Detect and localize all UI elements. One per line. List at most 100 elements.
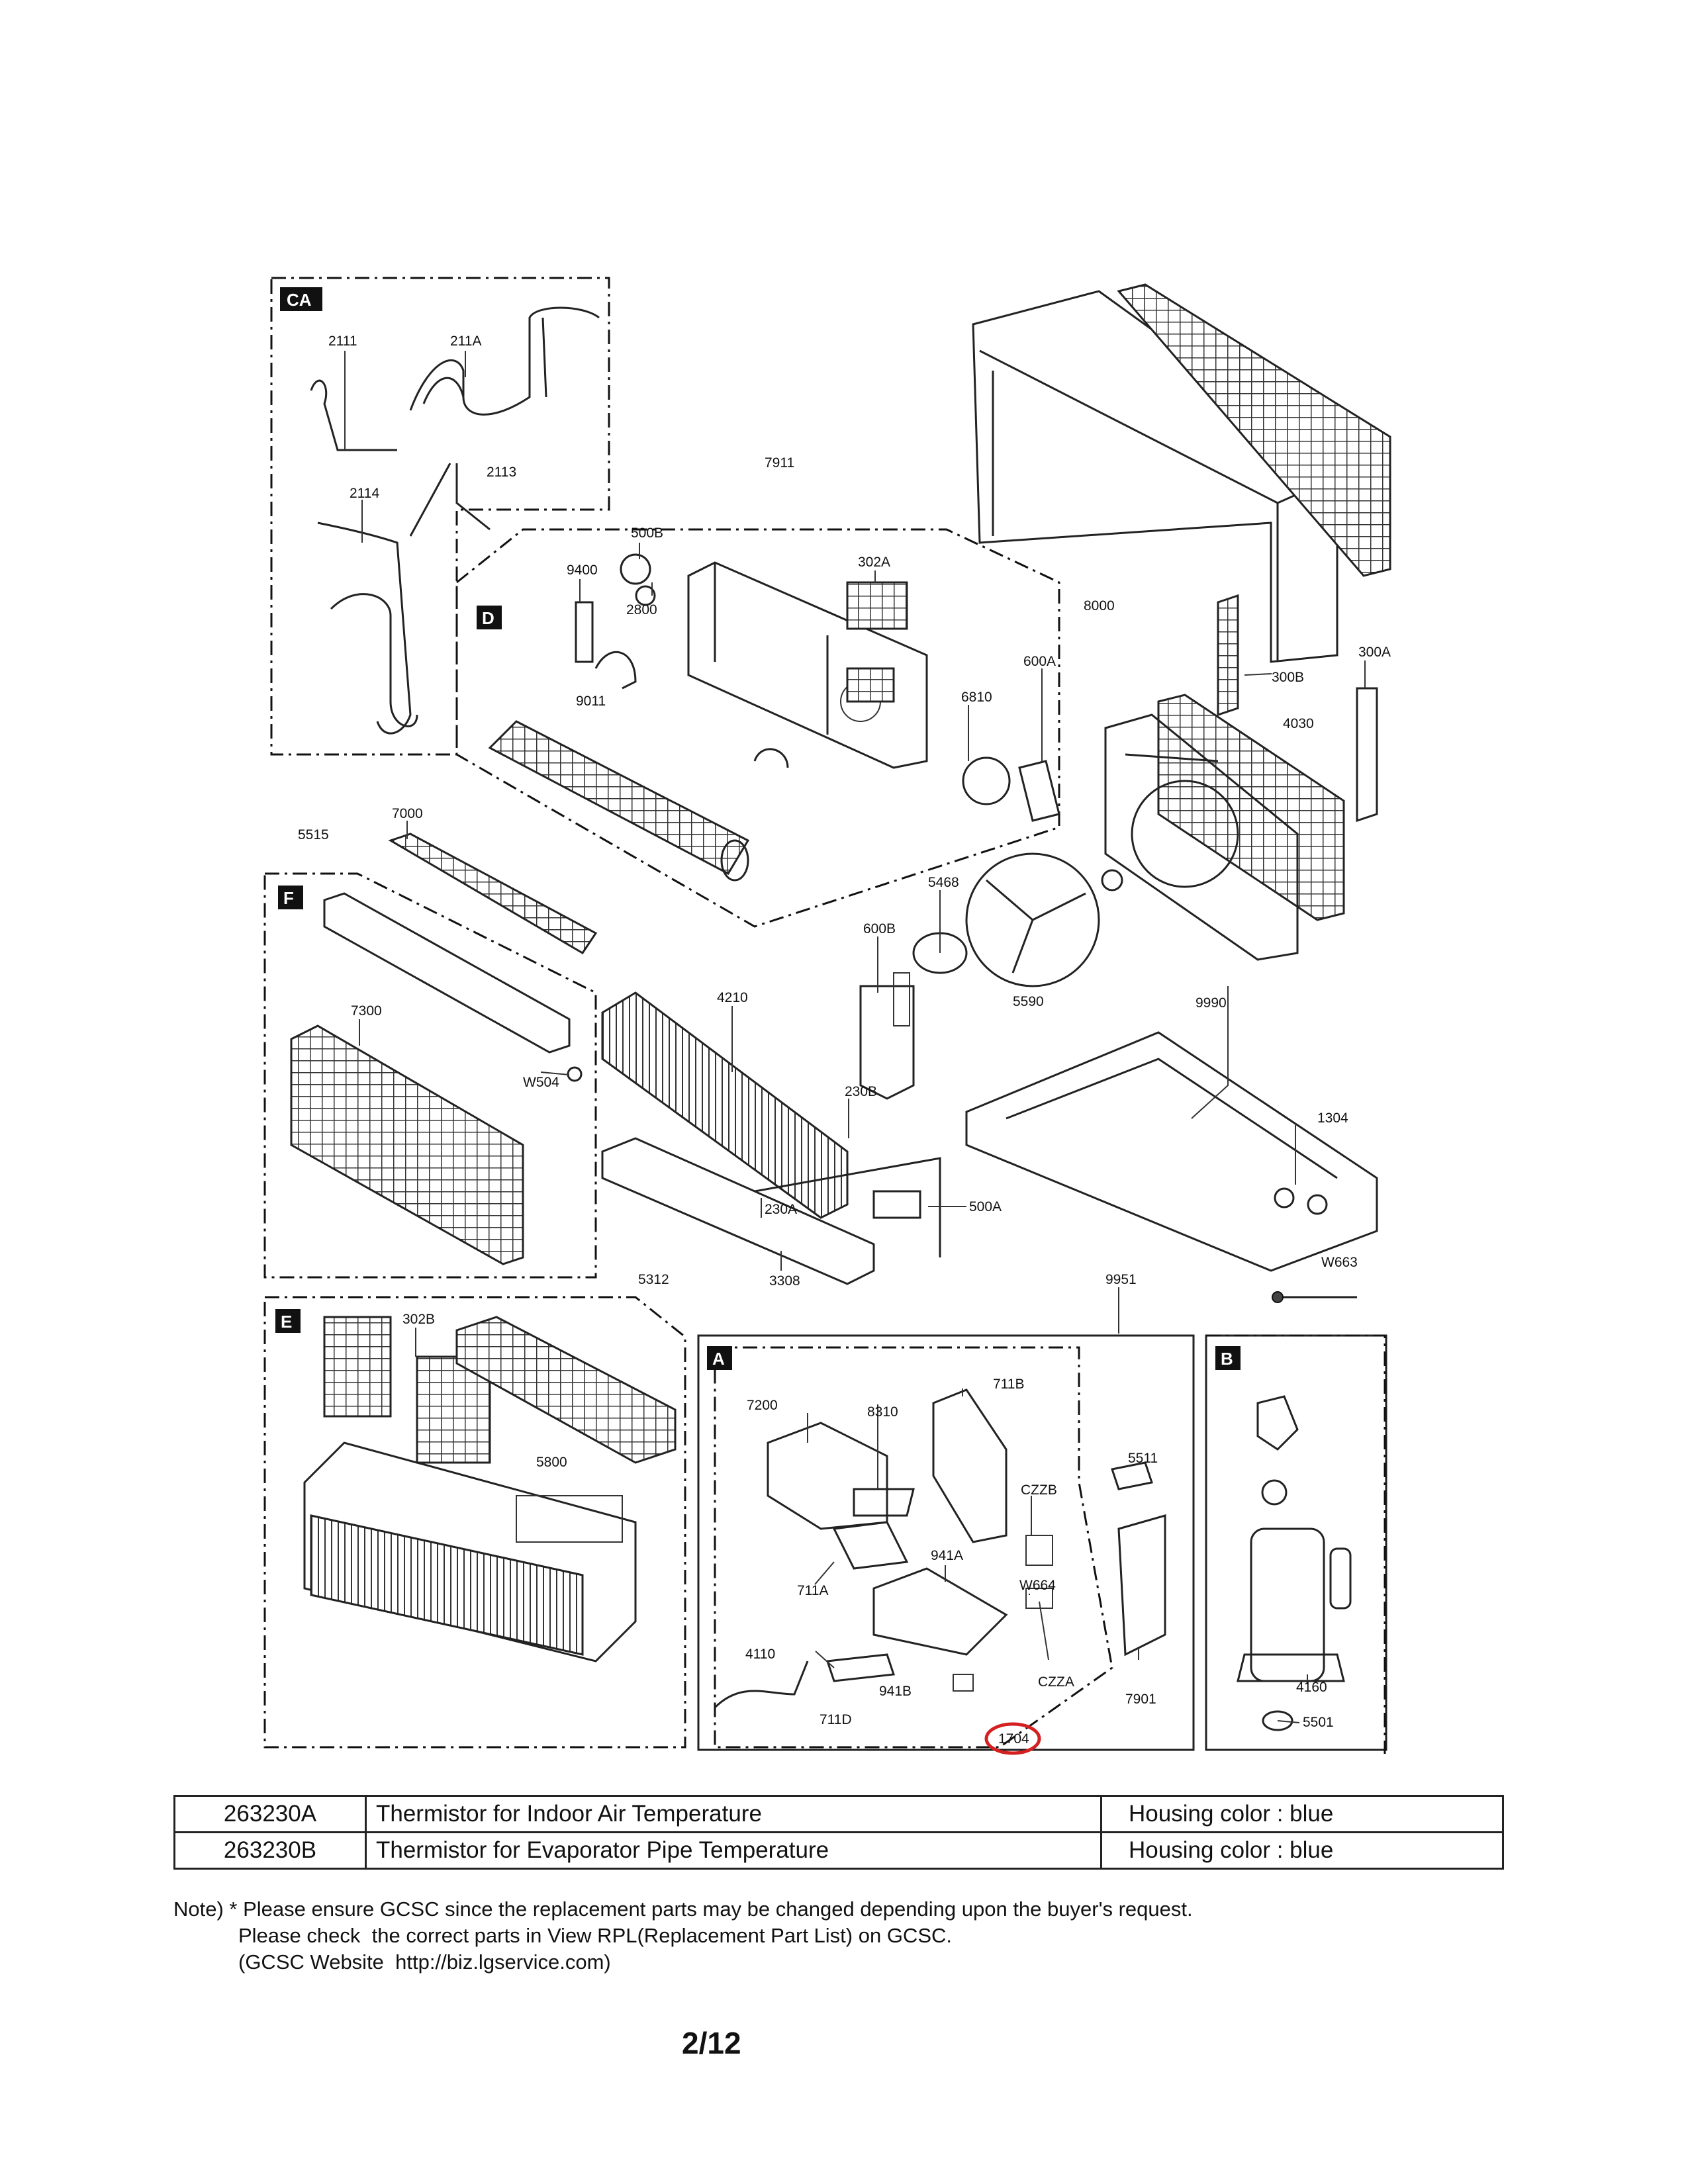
note-line: Note) * Please ensure GCSC since the rep…: [173, 1897, 1193, 1921]
section-box-e: E: [263, 1296, 686, 1749]
housing-color-cell: Housing color : blue: [1100, 1831, 1504, 1870]
table-row: 263230A Thermistor for Indoor Air Temper…: [173, 1795, 1504, 1833]
part-label: CZZA: [1038, 1674, 1074, 1690]
housing-color-cell: Housing color : blue: [1100, 1795, 1504, 1833]
part-label: 711A: [797, 1583, 829, 1598]
part-label: 7911: [765, 455, 794, 471]
drain-pan: [601, 1137, 941, 1285]
section-box-b: B: [1205, 1334, 1387, 1754]
part-label: 5800: [536, 1455, 567, 1470]
compressor: [1237, 1395, 1352, 1731]
part-label: 300B: [1272, 670, 1304, 685]
part-label: 9011: [576, 694, 606, 709]
box-tag-f: F: [278, 886, 303, 909]
part-label: 9400: [567, 563, 598, 578]
part-label: 300A: [1358, 645, 1391, 660]
part-label: 230A: [765, 1202, 797, 1217]
part-label: 211A: [450, 334, 482, 349]
part-label-highlighted: 1704: [998, 1731, 1029, 1747]
part-label: 2113: [487, 465, 516, 480]
evaporator-coil: [601, 991, 849, 1219]
fan-shroud: [1104, 713, 1299, 961]
base-pan: [965, 1031, 1378, 1272]
part-label: 711D: [820, 1712, 852, 1727]
part-label: 4110: [745, 1647, 775, 1662]
svg-text:B: B: [1221, 1349, 1233, 1369]
part-label: 600B: [863, 921, 896, 936]
part-label: 4160: [1296, 1680, 1327, 1695]
part-label: 2114: [350, 486, 379, 501]
part-label: 230B: [845, 1084, 877, 1099]
part-label: 7200: [747, 1398, 778, 1413]
part-label: 500B: [631, 525, 663, 541]
box-tag-ca: CA: [280, 287, 322, 311]
part-label: 302B: [402, 1312, 435, 1327]
refrigerant-tubes: [310, 306, 600, 735]
part-label: 5515: [298, 827, 329, 842]
part-label: 5590: [1013, 994, 1044, 1009]
leader-lines: [344, 351, 1366, 1723]
top-grille: [455, 1316, 677, 1464]
section-box-f: F: [263, 872, 597, 1279]
part-description-cell: Thermistor for Evaporator Pipe Temperatu…: [365, 1831, 1102, 1870]
outdoor-fan: [965, 852, 1123, 987]
part-label: W663: [1321, 1255, 1358, 1270]
part-label: 711B: [993, 1377, 1025, 1392]
replacement-note: Note) * Please ensure GCSC since the rep…: [173, 1896, 1193, 1976]
part-label: 2111: [328, 334, 357, 349]
part-label: 941B: [879, 1684, 912, 1699]
front-frame-7300: [290, 892, 583, 1265]
box-tag-a: A: [707, 1346, 732, 1370]
rear-grille-7000: [388, 833, 598, 955]
svg-text:D: D: [482, 608, 494, 628]
part-code-cell: 263230A: [173, 1795, 367, 1833]
part-number-labels: 2111 211A 2113 2114 7911 500B 9400 2800 …: [298, 334, 1391, 1747]
part-label: 9990: [1196, 995, 1227, 1011]
front-panel: [303, 1441, 637, 1662]
wire-w663: [1272, 1291, 1357, 1303]
blower-housing: [687, 561, 928, 769]
fan-motor-6810: [962, 756, 1060, 822]
part-label: 7901: [1125, 1692, 1156, 1707]
part-label: 9951: [1105, 1272, 1137, 1287]
section-box-a: A: [697, 1334, 1195, 1751]
part-code-cell: 263230B: [173, 1831, 367, 1870]
part-label: W664: [1019, 1578, 1056, 1593]
box-tag-d: D: [477, 606, 502, 629]
part-label: 7300: [351, 1003, 382, 1019]
part-label: 5468: [928, 875, 959, 890]
small-brackets-d: [575, 553, 895, 768]
part-label: 6810: [961, 690, 992, 705]
part-label: 941A: [931, 1548, 963, 1563]
exploded-parts-diagram: CA D F E A B: [263, 277, 1391, 1755]
part-label: 8000: [1084, 598, 1115, 614]
part-label: 600A: [1023, 654, 1056, 669]
cross-flow-fan: [488, 720, 750, 882]
part-label: 7000: [392, 806, 423, 821]
replacement-parts-table: 263230A Thermistor for Indoor Air Temper…: [173, 1795, 1504, 1870]
section-box-d: D: [455, 528, 1060, 928]
filters-302b: [323, 1316, 491, 1464]
cabinet-sleeve: [972, 283, 1391, 663]
box-tag-b: B: [1215, 1346, 1241, 1370]
svg-text:CA: CA: [287, 290, 312, 310]
part-label: 500A: [969, 1199, 1002, 1214]
box-tag-e: E: [275, 1309, 301, 1333]
outdoor-fan-motor: [859, 932, 968, 1100]
part-label: 1304: [1317, 1111, 1348, 1126]
part-label: 5511: [1128, 1451, 1158, 1466]
part-description-cell: Thermistor for Indoor Air Temperature: [365, 1795, 1102, 1833]
highlight-circle-1704: [984, 1722, 1041, 1755]
note-line: (GCSC Website http://biz.lgservice.com): [238, 1950, 611, 1974]
part-label: 3308: [769, 1273, 800, 1289]
part-label: 302A: [858, 555, 890, 570]
part-label: W504: [523, 1075, 559, 1090]
section-box-ca: CA: [270, 277, 610, 756]
part-label: CZZB: [1021, 1482, 1057, 1498]
page-number: 2/12: [682, 2026, 741, 2060]
svg-text:E: E: [281, 1312, 292, 1332]
part-label: 5312: [638, 1272, 669, 1287]
part-label: 8310: [867, 1404, 898, 1420]
table-row: 263230B Thermistor for Evaporator Pipe T…: [173, 1831, 1504, 1870]
